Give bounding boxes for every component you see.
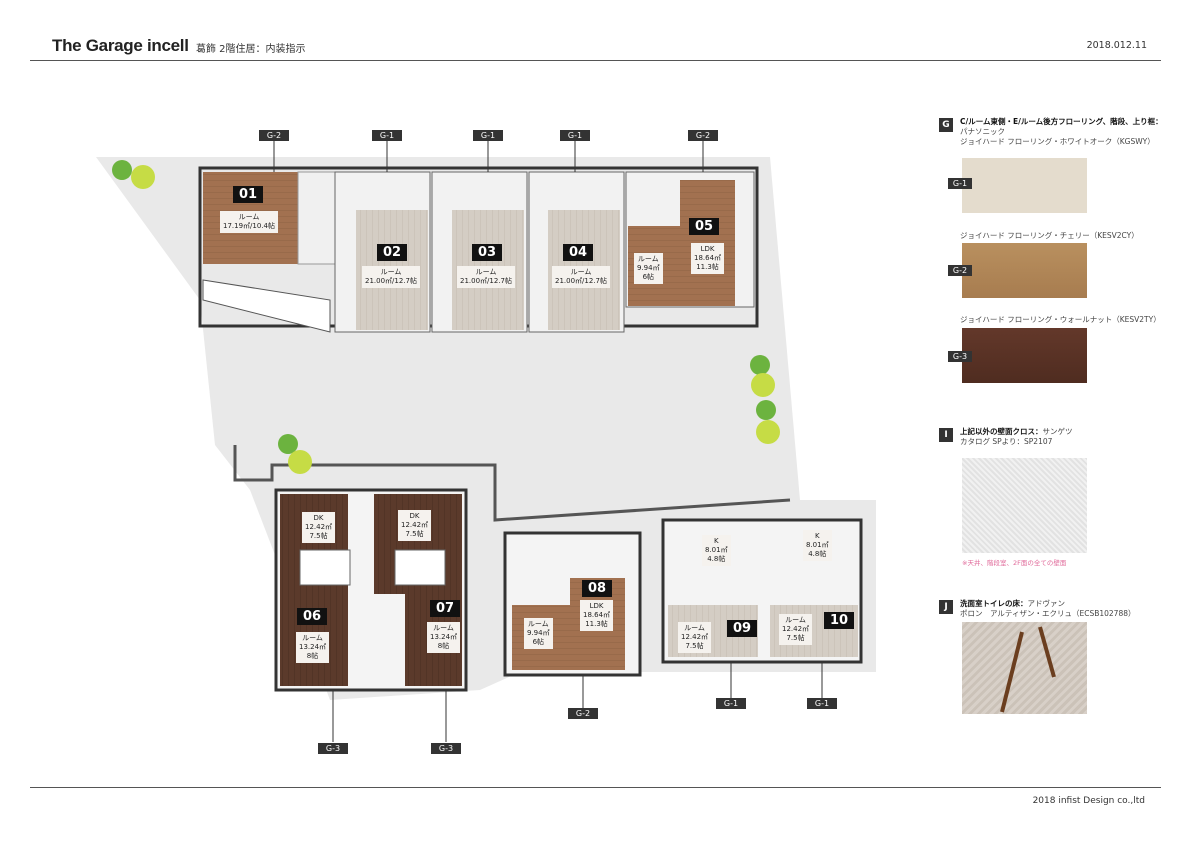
room-label: ルーム 17.19㎡/10.4帖 xyxy=(220,211,278,233)
swatch-g1 xyxy=(962,158,1087,213)
page-title: The Garage incell xyxy=(52,36,189,55)
tree-icon xyxy=(131,165,155,189)
page-date: 2018.012.11 xyxy=(1086,40,1147,51)
room-label: LDK 18.64㎡ 11.3帖 xyxy=(580,600,614,631)
room-label: K 8.01㎡ 4.8帖 xyxy=(803,530,832,561)
swatch-g3 xyxy=(962,328,1087,383)
material-j-title: 洗面室トイレの床： xyxy=(960,599,1028,608)
unit-number: 05 xyxy=(689,218,719,235)
room-label: DK 12.42㎡ 7.5帖 xyxy=(302,512,336,543)
material-i-note: ※天井、階段室、2F面の全ての壁面 xyxy=(962,559,1067,567)
footer-rule xyxy=(30,787,1161,788)
room-label: ルーム 12.42㎡ 7.5帖 xyxy=(779,614,813,645)
material-i-title: 上記以外の壁面クロス： xyxy=(960,427,1043,436)
flooring-tag: G-2 xyxy=(259,130,289,141)
material-i-maker: サンゲツ xyxy=(1042,427,1073,436)
flooring-tag: G-1 xyxy=(807,698,837,709)
material-g3-name: ジョイハード フローリング・ウォールナット（KESV2TY） xyxy=(960,315,1161,324)
floor-plan xyxy=(96,141,876,742)
material-g-maker: パナソニック xyxy=(960,127,1005,136)
tree-icon xyxy=(751,373,775,397)
tree-icon xyxy=(750,355,770,375)
room-label: ルーム 21.00㎡/12.7帖 xyxy=(457,266,515,288)
unit-number: 09 xyxy=(727,620,757,637)
tree-icon xyxy=(278,434,298,454)
room-label: K 8.01㎡ 4.8帖 xyxy=(702,535,731,566)
room-label: ルーム 12.42㎡ 7.5帖 xyxy=(678,622,712,653)
tree-icon xyxy=(756,400,776,420)
footer-credit: 2018 infist Design co.,ltd xyxy=(1032,796,1145,806)
unit-number: 07 xyxy=(430,600,460,617)
unit-number: 08 xyxy=(582,580,612,597)
swatch-g2 xyxy=(962,243,1087,298)
flooring-tag: G-3 xyxy=(431,743,461,754)
room-label: ルーム 13.24㎡ 8帖 xyxy=(427,622,461,653)
unit-number: 06 xyxy=(297,608,327,625)
flooring-tag: G-1 xyxy=(716,698,746,709)
flooring-tag: G-2 xyxy=(688,130,718,141)
swatch-i xyxy=(962,458,1087,553)
material-i-line2: カタログ SPより：SP2107 xyxy=(960,437,1053,446)
flooring-tag: G-3 xyxy=(318,743,348,754)
flooring-tag: G-1 xyxy=(473,130,503,141)
material-j-text: 洗面室トイレの床：アドヴァン ポロン アルティザン・エクリュ（ECSB10278… xyxy=(960,599,1136,619)
unit-number: 02 xyxy=(377,244,407,261)
page-subtitle: 葛飾 2階住居：内装指示 xyxy=(196,44,306,55)
material-i-text: 上記以外の壁面クロス：サンゲツ カタログ SPより：SP2107 xyxy=(960,427,1073,447)
material-g-title: C/ルーム東側・E/ルーム後方フローリング、階段、上り框： xyxy=(960,117,1163,126)
tree-icon xyxy=(112,160,132,180)
flooring-tag: G-2 xyxy=(568,708,598,719)
boundary-wall xyxy=(233,445,791,522)
header-rule xyxy=(30,60,1161,61)
material-g2-name: ジョイハード フローリング・チェリー（KESV2CY） xyxy=(960,231,1139,240)
room-label: ルーム 21.00㎡/12.7帖 xyxy=(362,266,420,288)
room-label: ルーム 9.94㎡ 6帖 xyxy=(524,618,553,649)
room-label: ルーム 13.24㎡ 8帖 xyxy=(296,632,330,663)
tree-icon xyxy=(756,420,780,444)
flooring-tag: G-1 xyxy=(560,130,590,141)
swatch-j xyxy=(962,622,1087,714)
unit-number: 04 xyxy=(563,244,593,261)
chair-icon xyxy=(1000,626,1056,713)
unit-number: 03 xyxy=(472,244,502,261)
unit-number: 10 xyxy=(824,612,854,629)
tree-icon xyxy=(288,450,312,474)
room-label: LDK 18.64㎡ 11.3帖 xyxy=(691,243,725,274)
swatch-g2-tag: G-2 xyxy=(948,265,972,276)
material-g-text: C/ルーム東側・E/ルーム後方フローリング、階段、上り框： パナソニック ジョイ… xyxy=(960,117,1163,147)
material-g1-name: ジョイハード フローリング・ホワイトオーク（KGSWY） xyxy=(960,137,1155,146)
material-i-letter: I xyxy=(939,428,953,442)
material-g-letter: G xyxy=(939,118,953,132)
swatch-g1-tag: G-1 xyxy=(948,178,972,189)
material-j-maker: アドヴァン xyxy=(1027,599,1066,608)
material-j-letter: J xyxy=(939,600,953,614)
unit-number: 01 xyxy=(233,186,263,203)
flooring-tag: G-1 xyxy=(372,130,402,141)
swatch-g3-tag: G-3 xyxy=(948,351,972,362)
room-label: ルーム 9.94㎡ 6帖 xyxy=(634,253,663,284)
room-label: ルーム 21.00㎡/12.7帖 xyxy=(552,266,610,288)
material-j-line2: ポロン アルティザン・エクリュ（ECSB102788） xyxy=(960,609,1136,618)
room-label: DK 12.42㎡ 7.5帖 xyxy=(398,510,432,541)
